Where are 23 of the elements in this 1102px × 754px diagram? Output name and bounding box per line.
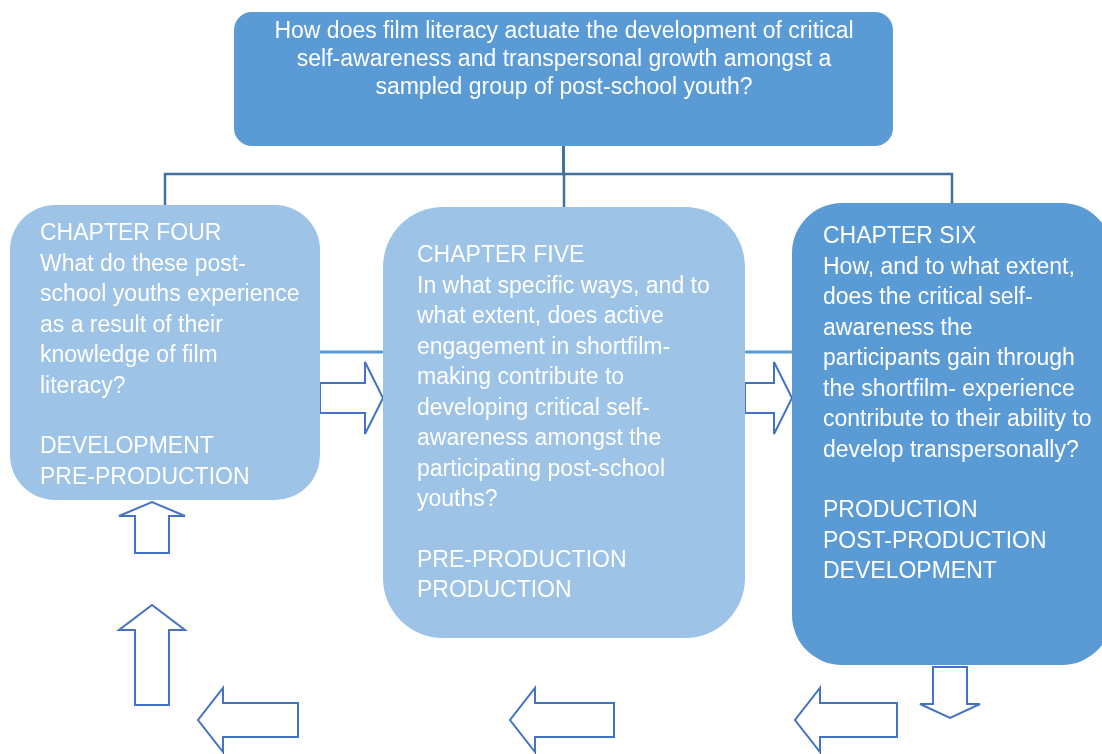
question-box bbox=[234, 12, 893, 146]
stage-label: PRODUCTION bbox=[823, 495, 979, 524]
stage-label: PRODUCTION bbox=[417, 575, 573, 604]
connector-line bbox=[745, 350, 792, 354]
chapter-heading: CHAPTER FIVE bbox=[417, 240, 586, 269]
stage-label: DEVELOPMENT bbox=[40, 431, 215, 460]
stage-label: PRE-PRODUCTION bbox=[417, 544, 628, 574]
stage-label: DEVELOPMENT bbox=[823, 556, 998, 585]
chapter-box bbox=[10, 205, 320, 500]
block-arrow bbox=[319, 361, 385, 435]
block-arrow bbox=[744, 361, 794, 435]
connector-line bbox=[562, 146, 954, 203]
chapter-question: In what specific ways, and to what extent, does active engagement in shortfilm- making contribute to developing critical self-awareness amongst the participating post-school youths? bbox=[417, 270, 711, 513]
chapter-heading: CHAPTER SIX bbox=[823, 221, 978, 250]
research-question: How does film literacy actuate the development of critical self-awareness and transpersonal growth amongst a sampled group of post-school youth? bbox=[273, 16, 855, 100]
chapter-box bbox=[383, 207, 745, 638]
stage-label: POST-PRODUCTION bbox=[823, 525, 1048, 555]
chapter-heading: CHAPTER FOUR bbox=[40, 218, 223, 247]
stage-label: PRE-PRODUCTION bbox=[40, 461, 251, 491]
chapter-question: What do these post-school youths experience as a result of their knowledge of film literacy? bbox=[40, 248, 301, 400]
chapter-question: How, and to what extent, does the critical self-awareness the participants gain through the shortfilm- experience contribute to their ability to develop transpersonally? bbox=[823, 251, 1093, 464]
connector-line bbox=[320, 350, 383, 354]
chapter-box bbox=[792, 203, 1102, 665]
